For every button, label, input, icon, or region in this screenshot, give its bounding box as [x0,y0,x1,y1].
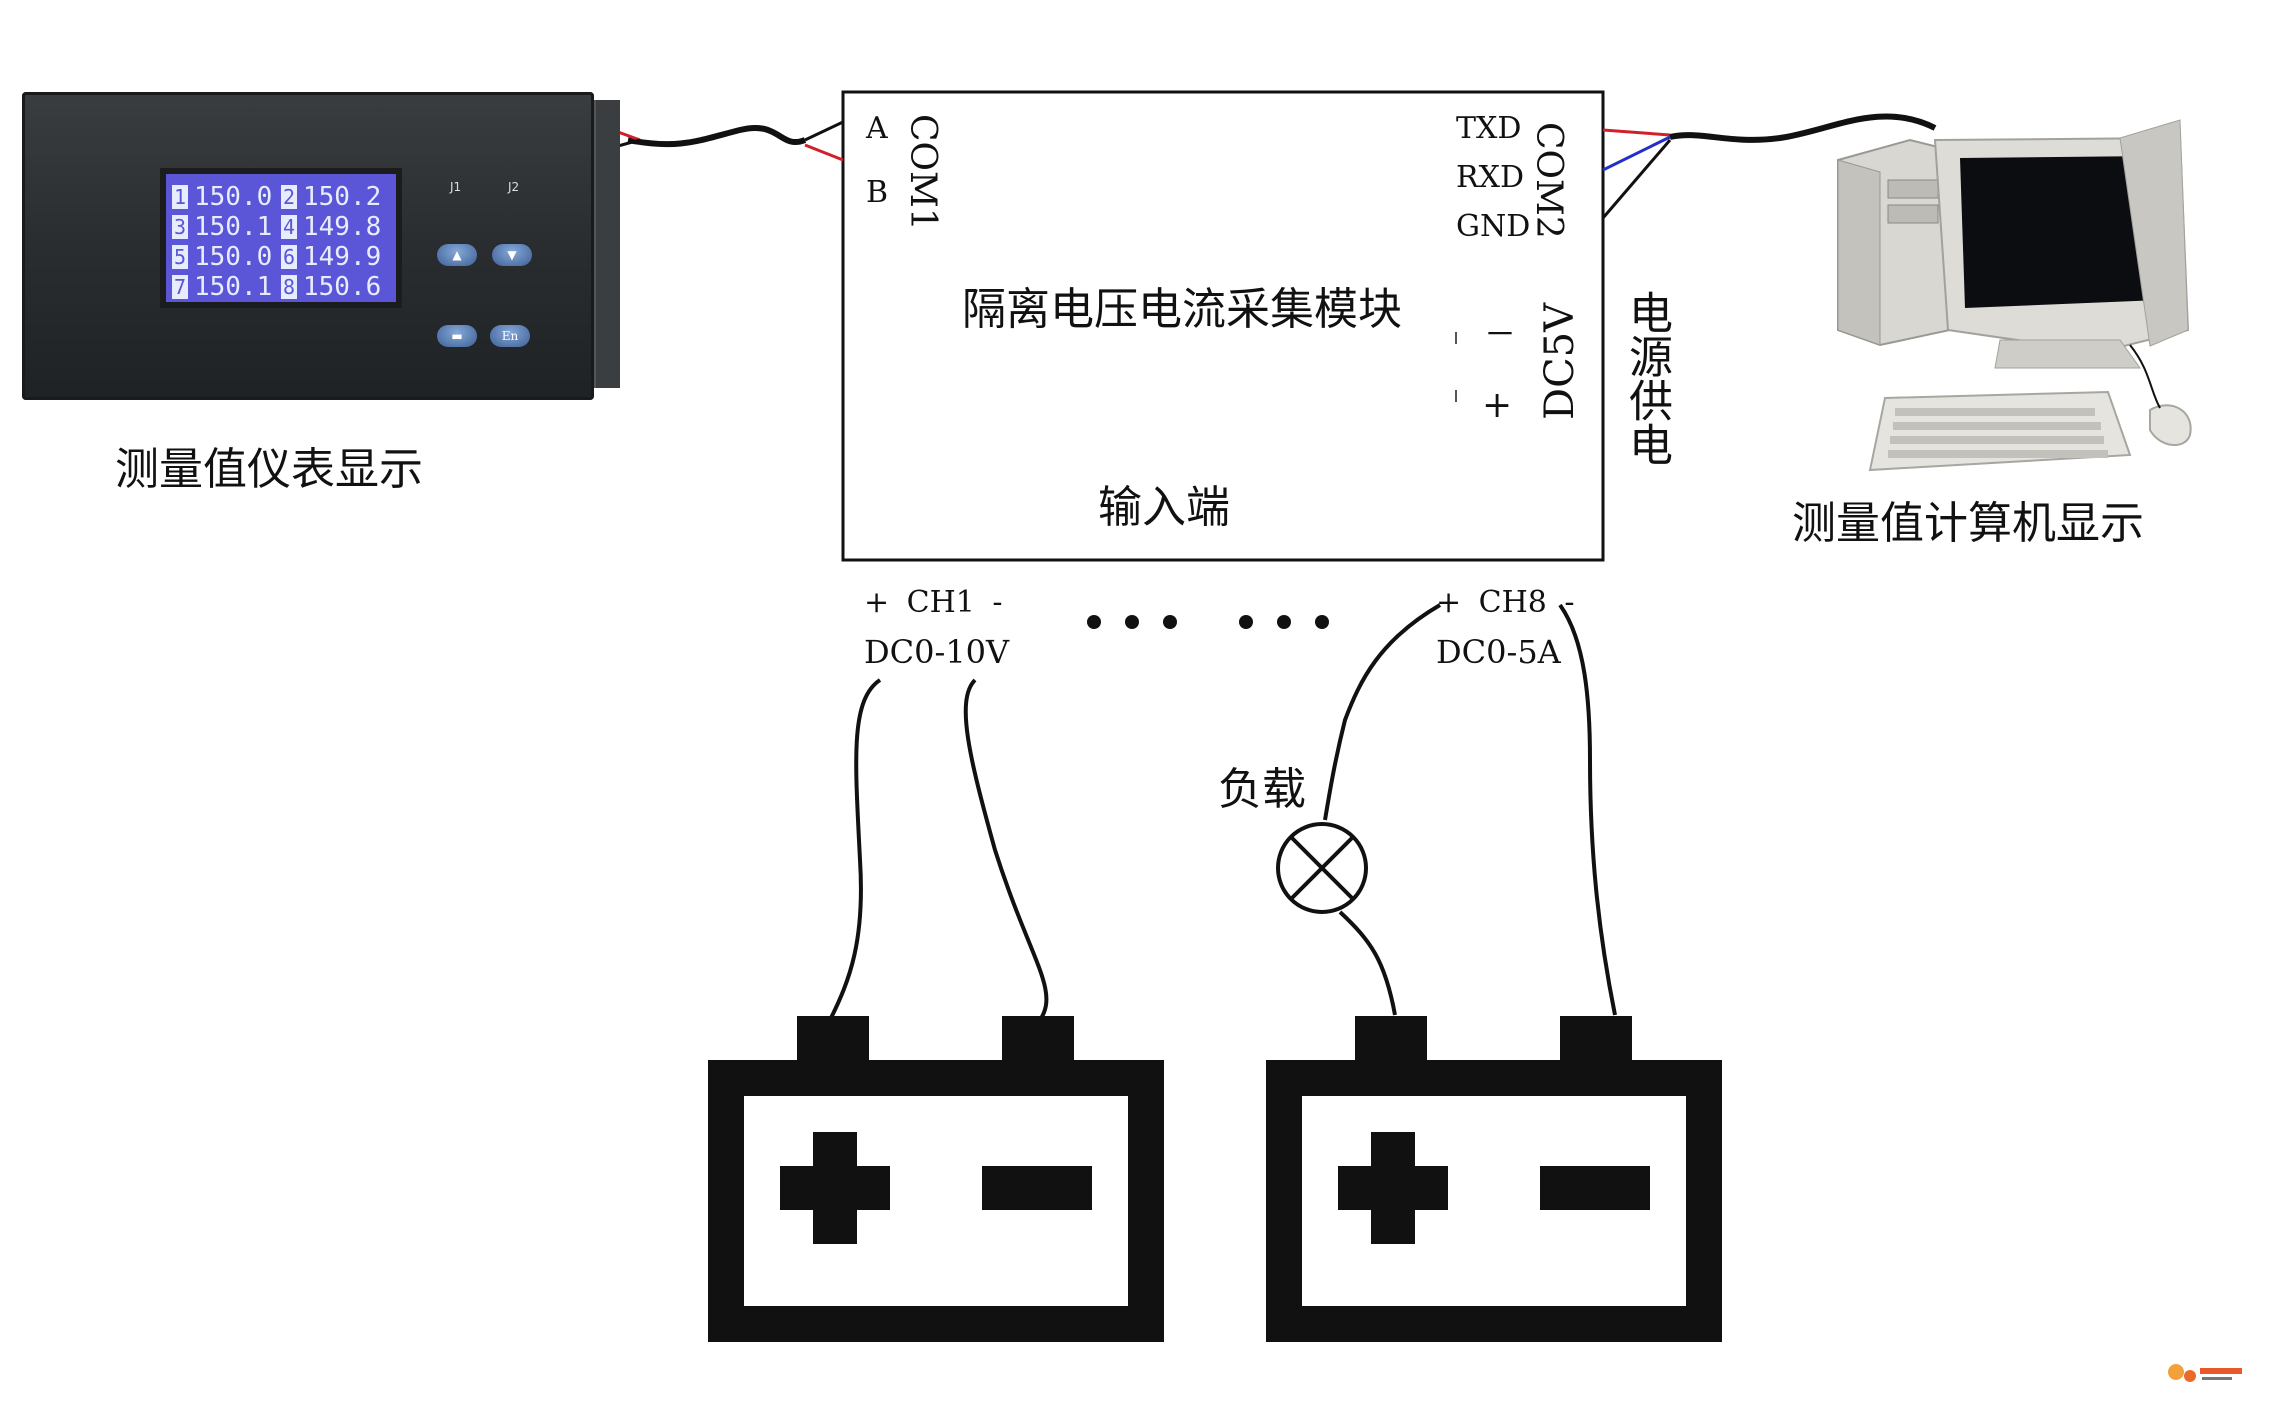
computer-keyboard [1868,390,2132,472]
lcd-channel-index: 8 [281,275,297,299]
battery-2-terminal-minus [1560,1016,1632,1066]
ch1-label: + CH1 - [864,585,1003,620]
watermark-logo [2168,1364,2242,1382]
computer-caption: 测量值计算机显示 [1792,498,2144,549]
wire-red-meter-2 [617,138,641,148]
meter-en-button[interactable]: En [490,325,530,347]
battery-1-terminal-plus [797,1016,869,1066]
com2-label: COM2 [1528,122,1569,239]
battery-2 [1266,1016,1722,1342]
ch8-label: + CH8 - [1436,585,1575,620]
power-minus-label: － [1484,315,1517,353]
wire-ch1-plus [828,678,882,1021]
battery-1 [708,1016,1164,1342]
power-dc5v-label: DC5V [1537,302,1583,420]
lcd-channel-value: 149.8 [303,212,382,242]
wire-ch8-minus [1558,603,1617,1016]
computer-monitor-stand [1994,339,2141,369]
meter-up-button[interactable]: ▲ [437,244,477,266]
battery-2-minus [1540,1166,1650,1210]
power-plus-label: + [1482,385,1513,426]
lcd-channel-index: 3 [172,215,188,239]
battery-2-body [1266,1060,1722,1342]
wire-load-battery2 [1338,910,1397,1016]
module-input-label: 输入端 [1098,482,1230,533]
module-title: 隔离电压电流采集模块 [962,284,1402,335]
lcd-channel-index: 1 [172,185,188,209]
meter-down-button[interactable]: ▼ [492,244,532,266]
lcd-channel-value: 149.9 [303,242,382,272]
lcd-channel-value: 150.0 [194,182,273,212]
wire-ch1-minus [963,678,1049,1022]
wire-ch8-plus [1323,603,1442,821]
lcd-channel-value: 150.6 [303,272,382,302]
battery-1-plus-v [813,1132,857,1244]
wire-com2-rxd [1602,135,1671,172]
module-box [841,90,1605,562]
lcd-channel-index: 6 [281,245,297,269]
battery-1-body [708,1060,1164,1342]
meter-side-body [594,100,620,388]
com1-label: COM1 [902,114,943,231]
meter-label-j2: J2 [508,180,520,194]
computer-screen [1960,156,2160,308]
lcd-channel-value: 150.0 [194,242,273,272]
com2-pin-rxd: RXD [1456,160,1524,195]
wire-red-meter [617,130,641,142]
battery-1-minus [982,1166,1092,1210]
ch8-range: DC0-5A [1436,633,1561,671]
lcd-channel-value: 150.2 [303,182,382,212]
battery-2-terminal-plus [1355,1016,1427,1066]
lcd-channel-index: 2 [281,185,297,209]
lcd-channel-index: 7 [172,275,188,299]
load-label: 负载 [1218,764,1306,815]
battery-2-plus-v [1371,1132,1415,1244]
lcd-channel-value: 150.1 [194,272,273,302]
lcd-channel-value: 150.1 [194,212,273,242]
meter-label-j1: J1 [450,180,462,194]
computer-illustration [1837,119,2192,472]
cable-com2-computer [1669,113,1937,143]
com2-pin-gnd: GND [1456,209,1531,244]
ch1-range: DC0-10V [864,633,1010,671]
wire-com2-gnd [1601,139,1672,219]
power-supply-label: 电源供电 [1621,290,1672,466]
wire-com2-txd [1602,128,1671,137]
meter-caption: 测量值仪表显示 [115,444,423,495]
wire-com1-b [804,143,844,162]
com1-pin-b: B [866,175,889,210]
com1-pin-a: A [866,111,888,146]
wire-com1-a [804,120,844,142]
cable-meter-com1 [627,125,807,148]
lcd-channel-index: 5 [172,245,188,269]
battery-1-terminal-minus [1002,1016,1074,1066]
meter-menu-button[interactable]: ▬ [437,325,477,347]
com2-pin-txd: TXD [1456,111,1522,146]
lcd-channel-index: 4 [281,215,297,239]
load-lamp-symbol [1276,822,1368,914]
ellipsis-dots [1087,615,1329,629]
computer-mouse [2149,404,2192,446]
